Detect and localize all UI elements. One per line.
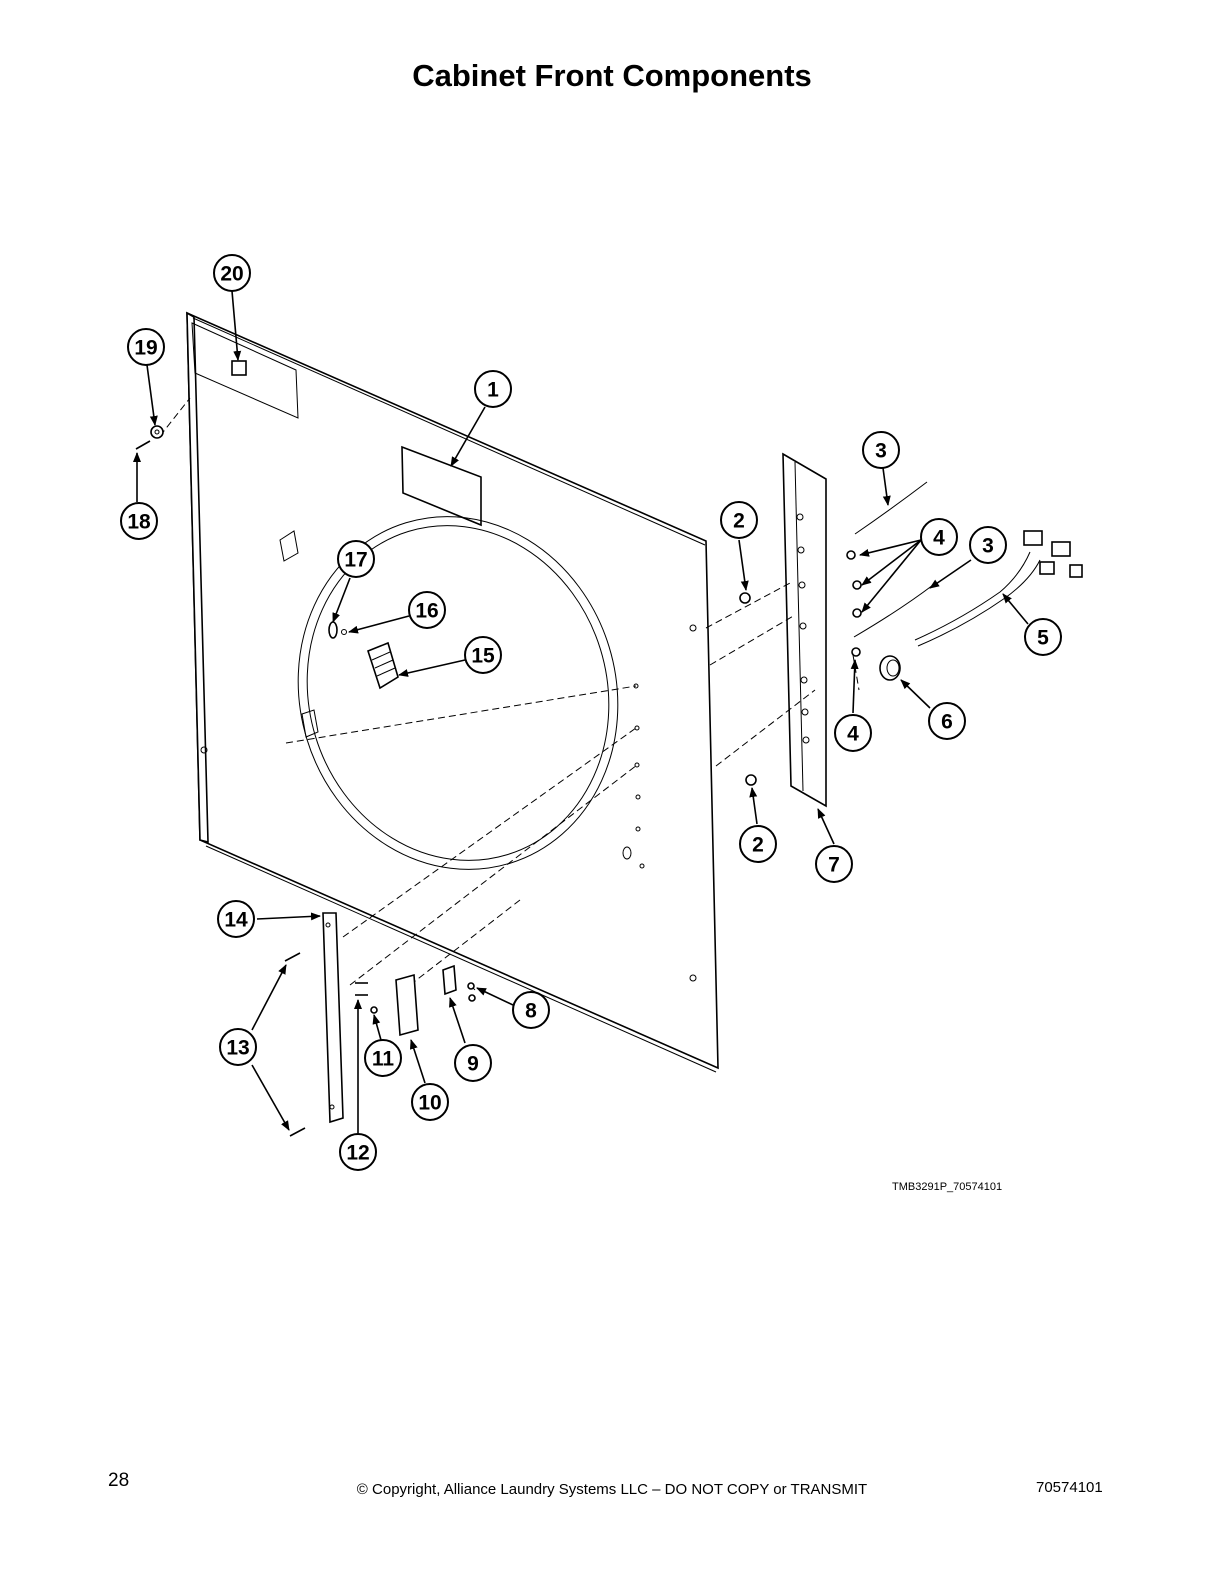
callout-10: 10: [411, 1083, 449, 1121]
svg-text:2: 2: [733, 510, 745, 533]
svg-text:12: 12: [346, 1142, 369, 1165]
callout-4-top: 4: [920, 518, 958, 556]
callout-9: 9: [454, 1044, 492, 1082]
callout-13: 13: [219, 1028, 257, 1066]
svg-text:17: 17: [344, 549, 367, 572]
hinge-bracket: [782, 452, 827, 808]
svg-text:8: 8: [525, 1000, 537, 1023]
svg-text:16: 16: [415, 600, 438, 623]
hardware: [135, 425, 1083, 1137]
callout-leaders: [133, 290, 1029, 1133]
document-number: 70574101: [1036, 1479, 1103, 1496]
callout-4-bottom: 4: [834, 714, 872, 752]
explosion-lines: [159, 397, 860, 991]
callout-2-bottom: 2: [739, 825, 777, 863]
callout-5: 5: [1024, 618, 1062, 656]
callout-18: 18: [120, 502, 158, 540]
svg-text:3: 3: [982, 535, 994, 558]
svg-text:9: 9: [467, 1053, 479, 1076]
callout-15: 15: [464, 636, 502, 674]
svg-text:4: 4: [847, 723, 859, 746]
svg-text:3: 3: [875, 440, 887, 463]
drawing-id: TMB3291P_70574101: [892, 1181, 1003, 1193]
callout-3-right: 3: [969, 526, 1007, 564]
label-plate: [401, 445, 482, 527]
svg-text:19: 19: [134, 337, 157, 360]
svg-text:5: 5: [1037, 627, 1049, 650]
callout-16: 16: [408, 591, 446, 629]
svg-text:13: 13: [226, 1037, 249, 1060]
callout-11: 11: [364, 1039, 402, 1077]
callout-14: 14: [217, 900, 255, 938]
svg-text:10: 10: [418, 1092, 441, 1115]
washer-19: [150, 425, 164, 439]
svg-text:4: 4: [933, 527, 945, 550]
svg-text:14: 14: [224, 909, 248, 932]
callout-8: 8: [512, 991, 550, 1029]
svg-text:6: 6: [941, 711, 953, 734]
copyright-notice: © Copyright, Alliance Laundry Systems LL…: [356, 1481, 868, 1498]
svg-text:1: 1: [487, 379, 499, 402]
callout-7: 7: [815, 845, 853, 883]
svg-text:18: 18: [127, 511, 151, 534]
callout-17: 17: [337, 540, 375, 578]
svg-text:7: 7: [828, 854, 840, 877]
callout-1: 1: [474, 370, 512, 408]
callout-19: 19: [127, 328, 165, 366]
svg-text:2: 2: [752, 834, 764, 857]
callout-6: 6: [928, 702, 966, 740]
page-title: Cabinet Front Components: [412, 58, 812, 93]
page-number: 28: [108, 1470, 130, 1491]
callout-3-top: 3: [862, 431, 900, 469]
svg-text:11: 11: [372, 1048, 395, 1071]
cabinet-front-panel: [186, 311, 719, 1073]
callout-2-top: 2: [720, 501, 758, 539]
callout-12: 12: [339, 1133, 377, 1171]
svg-text:15: 15: [471, 645, 495, 668]
callout-20: 20: [213, 254, 251, 292]
svg-text:20: 20: [220, 263, 243, 286]
